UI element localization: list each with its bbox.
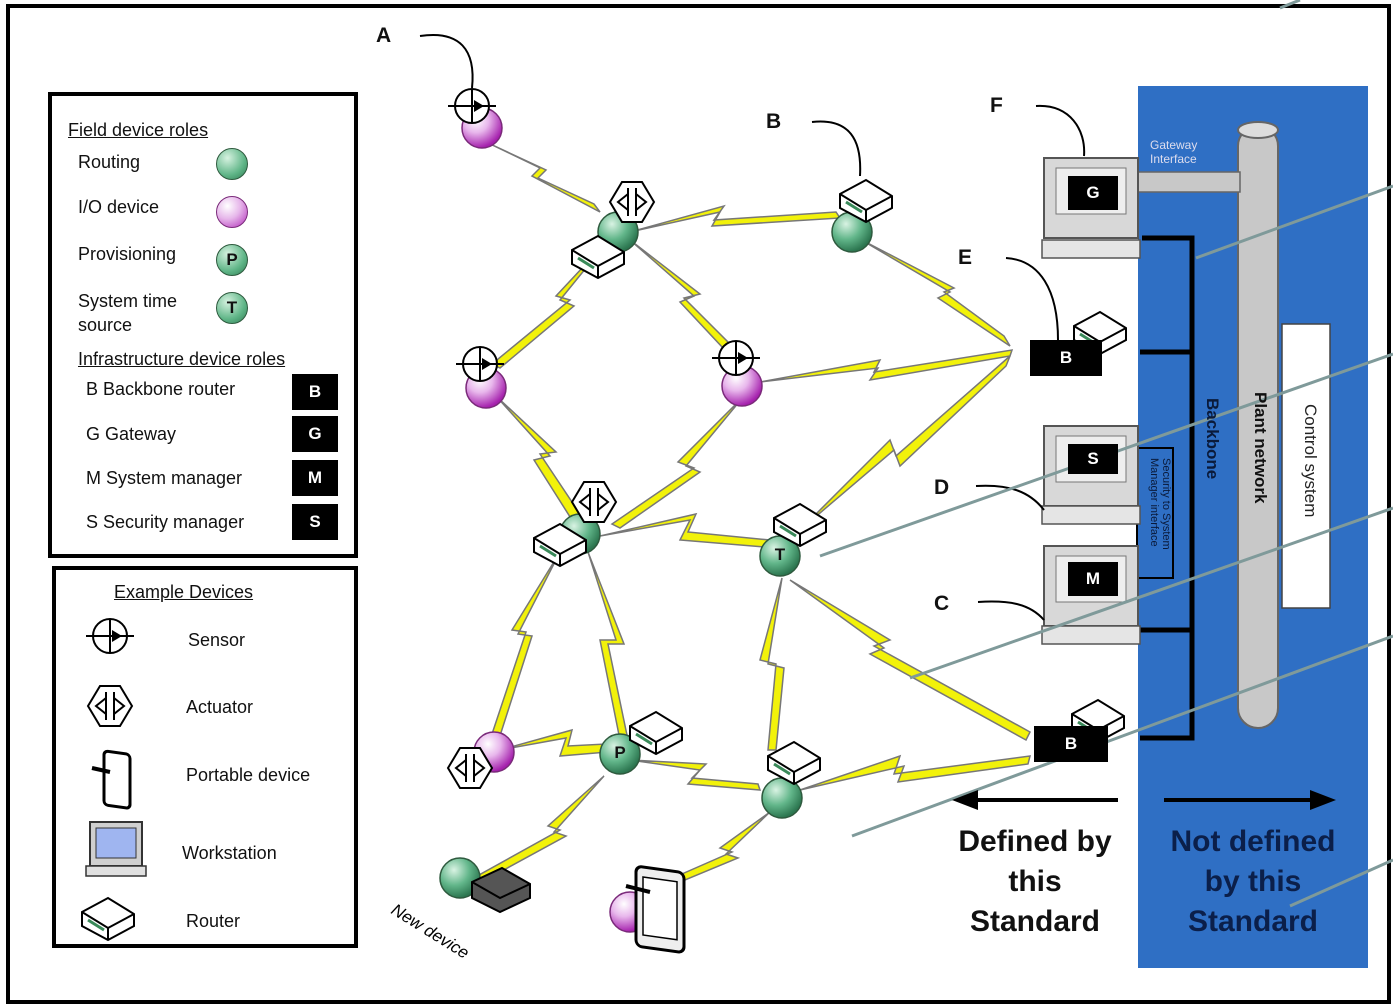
system-manager-legend-badge: M (292, 460, 338, 496)
backbone-router-legend-badge: B (292, 374, 338, 410)
gateway-legend-badge: G (292, 416, 338, 452)
backbone-router-badge: B (1034, 726, 1108, 762)
control-system-box (1281, 323, 1331, 609)
gateway-interface-label: Gateway Interface (1150, 138, 1198, 166)
provisioning-label: P (614, 743, 626, 762)
callout-d: D (934, 476, 950, 499)
wireless-links (468, 141, 1031, 893)
router-legend-label: Router (186, 911, 241, 931)
io-device-icon (216, 196, 248, 228)
security-interface-label: Security to System Manager interface (1148, 458, 1172, 550)
callout-f: F (990, 94, 1003, 117)
workstation-security-icon (1041, 425, 1141, 525)
callout-curves (419, 34, 1086, 621)
provisioning-legend-label: Provisioning (78, 244, 177, 264)
portable-legend-label: Portable device (186, 765, 311, 785)
devices-legend (52, 566, 358, 948)
provisioning-icon: P (216, 244, 248, 276)
backbone-lines (1140, 235, 1195, 741)
actuator-legend-label: Actuator (186, 697, 254, 717)
io-device-label: I/O device (78, 197, 160, 217)
security-manager-legend-label: S Security manager (86, 512, 245, 532)
gateway-legend-label: G Gateway (86, 424, 177, 444)
backbone-router-badge: B (1030, 340, 1102, 376)
routing-icon (216, 148, 248, 180)
system-manager-legend-label: M System manager (86, 468, 243, 488)
portable-device-icon (625, 865, 686, 954)
security-manager-badge: S (1068, 444, 1118, 474)
diagram-frame (6, 4, 1391, 1004)
infra-legend-title: Infrastructure device roles (78, 349, 286, 369)
workstation-legend-label: Workstation (182, 843, 277, 863)
plant-network-label: Plant network (1251, 392, 1270, 504)
callout-b: B (766, 110, 782, 133)
control-system-label: Control system (1301, 404, 1320, 518)
callout-a: A (376, 24, 392, 47)
callout-c: C (934, 592, 950, 615)
time-source-label: T (774, 545, 786, 564)
scope-arrows (952, 790, 1336, 810)
backbone-router-legend-label: B Backbone router (86, 379, 236, 399)
backbone-label: Backbone (1203, 398, 1222, 480)
system-manager-badge: M (1068, 562, 1118, 596)
sensor-legend-label: Sensor (188, 630, 246, 650)
gateway-badge: G (1068, 176, 1118, 210)
callout-e: E (958, 246, 973, 269)
gateway-interface-pipe (1129, 171, 1241, 193)
routing-label: Routing (78, 152, 141, 172)
system-time-icon: T (216, 292, 248, 324)
security-manager-legend-badge: S (292, 504, 338, 540)
roles-legend-title: Field device roles (68, 120, 209, 140)
new-device-router-icon (471, 866, 531, 914)
devices-legend-title: Example Devices (114, 582, 254, 602)
